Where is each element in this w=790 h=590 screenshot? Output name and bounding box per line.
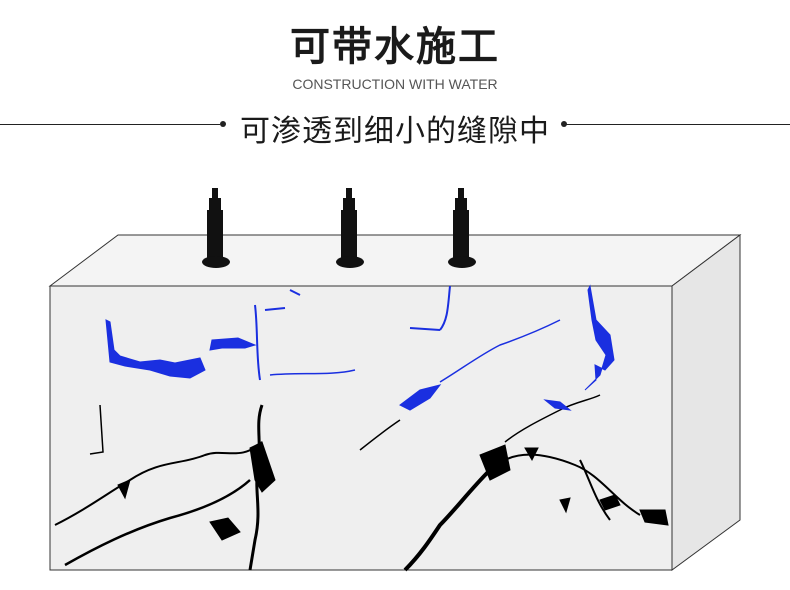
- black-cracks: [54, 394, 669, 572]
- injection-packer-icon: [448, 188, 476, 268]
- injection-packer-icon: [336, 188, 364, 268]
- divider-dot-left: [220, 121, 226, 127]
- divider-dot-right: [561, 121, 567, 127]
- page-title: 可带水施工: [290, 24, 500, 70]
- tagline: 可渗透到细小的缝隙中: [240, 114, 550, 149]
- concrete-block-illustration: [48, 188, 742, 572]
- divider-line-right: [566, 124, 790, 125]
- water-filled-cracks: [105, 284, 615, 411]
- block-top-face: [48, 234, 742, 287]
- block-side-face: [671, 234, 741, 571]
- divider-line-left: [0, 124, 220, 125]
- injection-packer-icon: [202, 188, 230, 268]
- page-subtitle: CONSTRUCTION WITH WATER: [292, 76, 498, 92]
- tagline-row: 可渗透到细小的缝隙中: [0, 104, 790, 149]
